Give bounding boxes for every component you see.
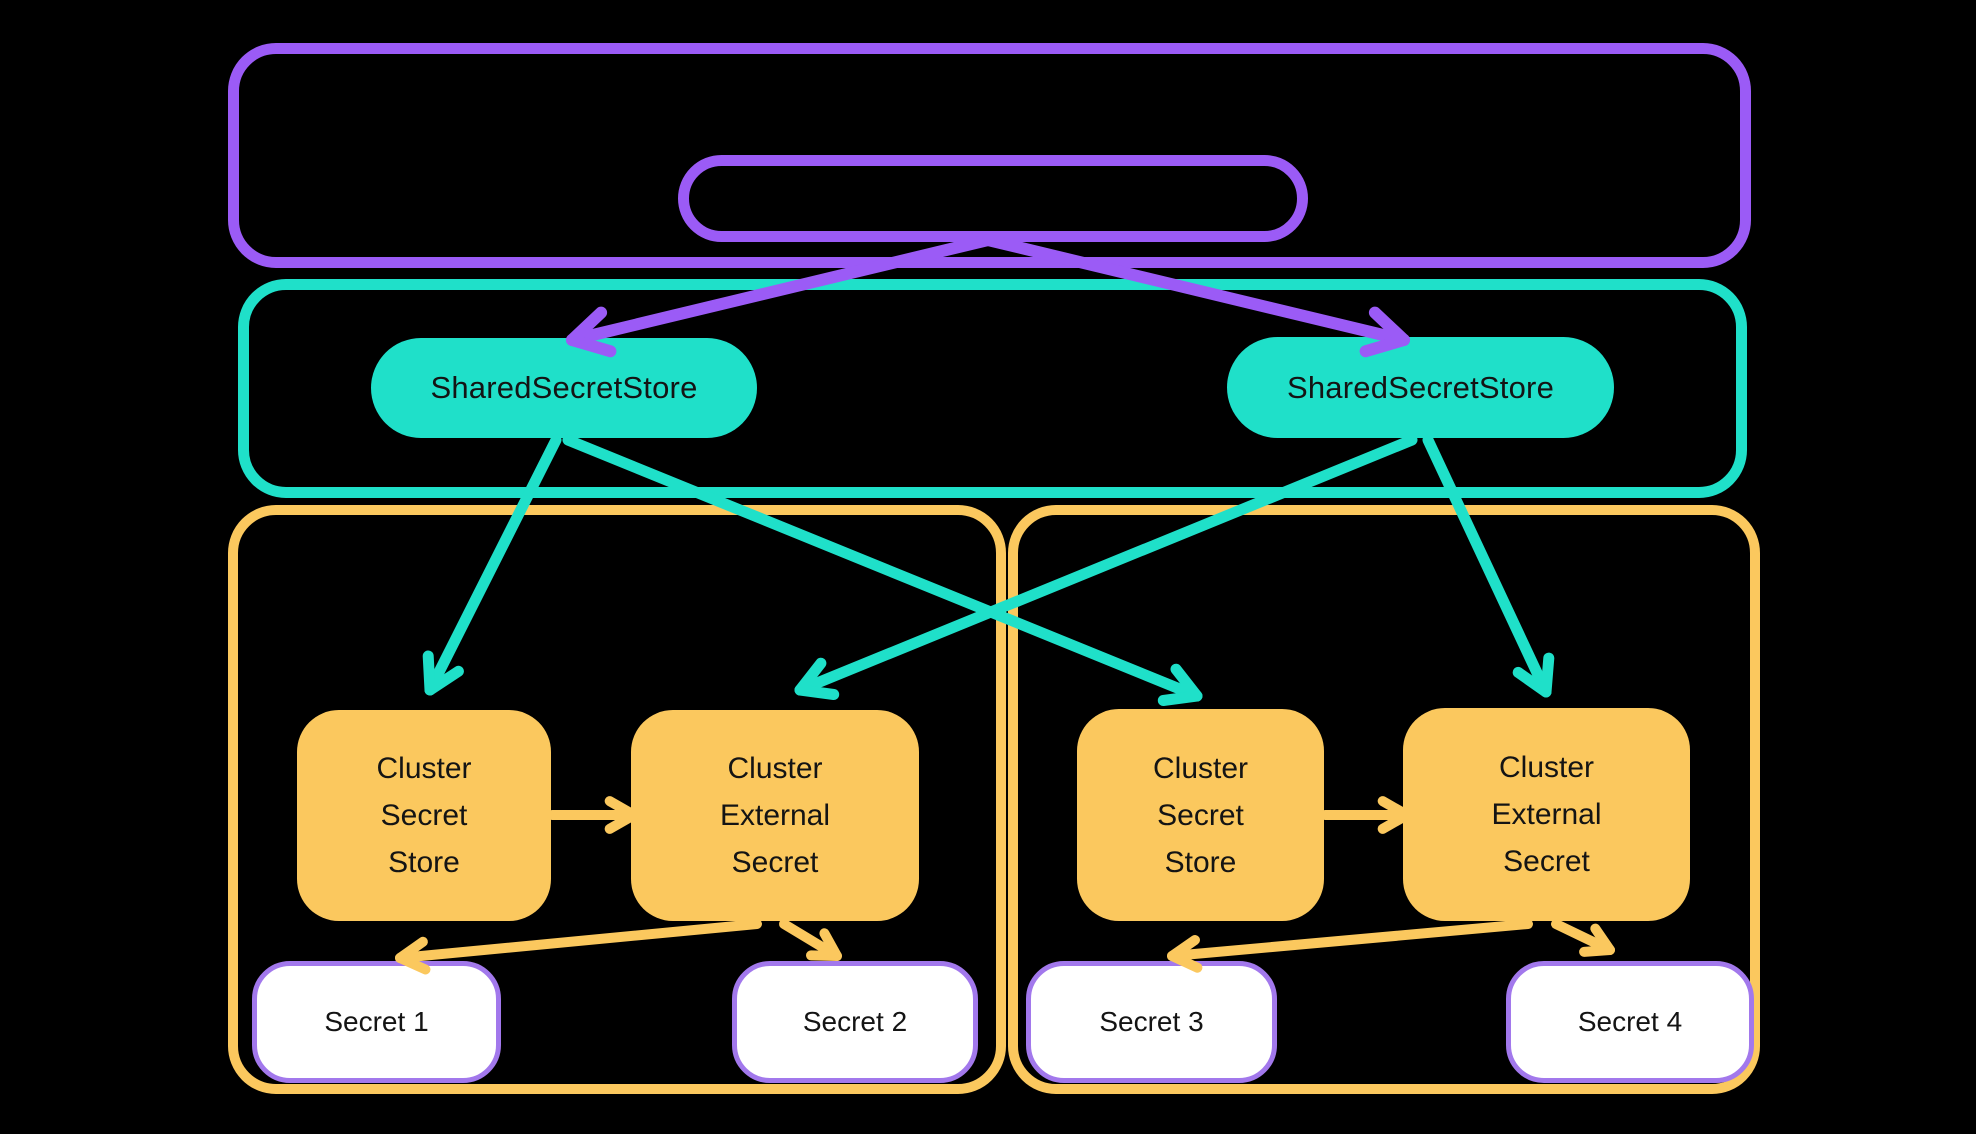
shared-secret-store-left-label: SharedSecretStore — [430, 370, 698, 405]
cluster-secret-store-left: Cluster Secret Store — [297, 710, 551, 921]
cluster-secret-store-left-label: Cluster Secret Store — [376, 752, 472, 879]
secret-2: Secret 2 — [732, 961, 978, 1083]
secret-4-label: Secret 4 — [1577, 1006, 1683, 1037]
controller-pill — [678, 155, 1308, 242]
secret-4: Secret 4 — [1506, 961, 1754, 1083]
secret-3: Secret 3 — [1026, 961, 1277, 1083]
cluster-secret-store-right-label: Cluster Secret Store — [1152, 751, 1249, 879]
shared-secret-store-right-label: SharedSecretStore — [1286, 369, 1555, 405]
cluster-external-secret-left: Cluster External Secret — [631, 710, 919, 921]
secret-1-label: Secret 1 — [324, 1006, 429, 1037]
cluster-external-secret-right: Cluster External Secret — [1403, 708, 1690, 921]
cluster-secret-store-right: Cluster Secret Store — [1077, 709, 1324, 921]
secret-1: Secret 1 — [252, 961, 501, 1083]
shared-secret-store-left: SharedSecretStore — [371, 338, 757, 438]
secret-2-label: Secret 2 — [802, 1006, 908, 1037]
cluster-external-secret-left-label: Cluster External Secret — [719, 752, 831, 879]
secret-3-label: Secret 3 — [1099, 1006, 1204, 1037]
cluster-external-secret-right-label: Cluster External Secret — [1491, 751, 1602, 878]
shared-secret-store-right: SharedSecretStore — [1227, 337, 1614, 438]
